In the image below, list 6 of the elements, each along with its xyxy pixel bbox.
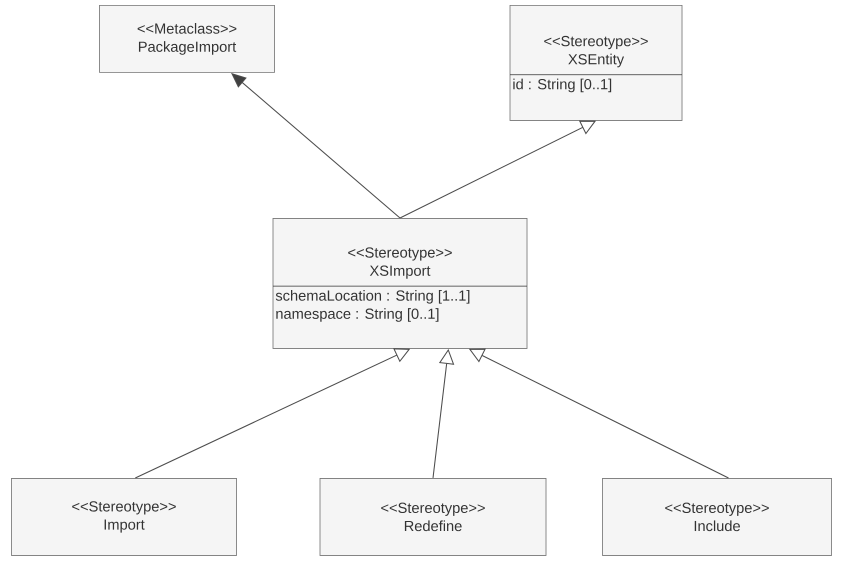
class-box: <<Stereotype>> XSEntity id : String [0..1] xyxy=(510,5,682,121)
class-box: <<Stereotype>> XSImport schemaLocation : String [1..1] namespace : String [0..1] xyxy=(272,218,528,349)
class-box: <<Stereotype>> Import xyxy=(11,478,237,556)
class-box: <<Stereotype>> Include xyxy=(602,478,832,556)
class-box: <<Metaclass>> PackageImport xyxy=(99,5,275,73)
class-box: <<Stereotype>> Redefine xyxy=(320,478,546,556)
